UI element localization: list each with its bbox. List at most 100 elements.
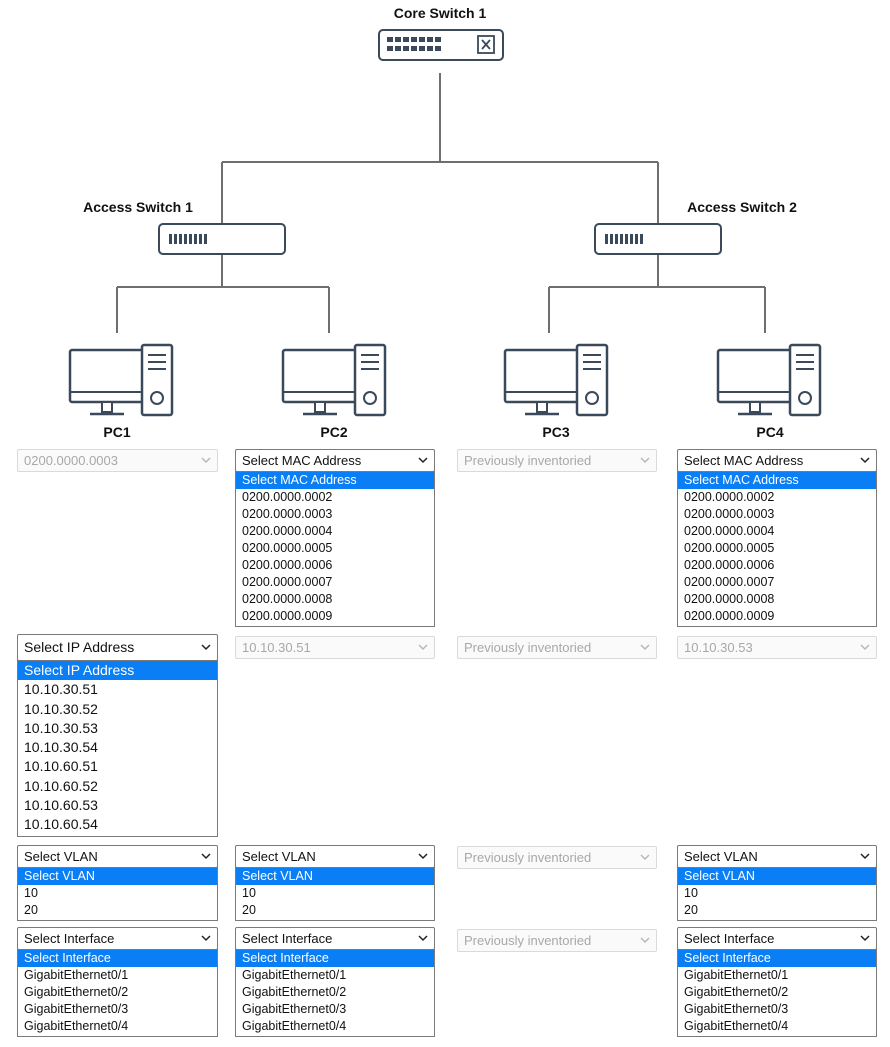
access-switch-1-icon[interactable] <box>158 223 286 257</box>
vlan-option[interactable]: Select VLAN <box>18 868 217 885</box>
ip-option[interactable]: Select IP Address <box>18 661 217 681</box>
chevron-down-icon <box>640 637 650 658</box>
ip-option[interactable]: 10.10.60.51 <box>24 758 98 775</box>
pc2-vlan-listbox[interactable]: Select VLAN 10 20 <box>235 867 435 921</box>
pc2-mac-value: Select MAC Address <box>242 453 362 468</box>
pc4-interface-select[interactable]: Select Interface <box>677 927 877 950</box>
core-switch-icon[interactable] <box>378 29 504 63</box>
ip-option[interactable]: 10.10.60.53 <box>24 797 98 814</box>
ip-option[interactable]: 10.10.30.52 <box>24 700 98 717</box>
pc2-vlan-select[interactable]: Select VLAN <box>235 845 435 868</box>
vlan-option[interactable]: 10 <box>242 886 256 900</box>
mac-option[interactable]: 0200.0000.0005 <box>684 541 775 555</box>
pc1-vlan-value: Select VLAN <box>24 849 98 864</box>
interface-option[interactable]: GigabitEthernet0/4 <box>242 1019 347 1033</box>
pc1-mac-value: 0200.0000.0003 <box>24 453 118 468</box>
chevron-down-icon <box>640 930 650 951</box>
interface-option[interactable]: GigabitEthernet0/3 <box>684 1002 789 1016</box>
ip-option[interactable]: 10.10.60.52 <box>24 777 98 794</box>
mac-option[interactable]: 0200.0000.0007 <box>242 575 333 589</box>
pc1-vlan-listbox[interactable]: Select VLAN 10 20 <box>17 867 218 921</box>
chevron-down-icon <box>860 846 870 867</box>
pc2-interface-select[interactable]: Select Interface <box>235 927 435 950</box>
interface-option[interactable]: GigabitEthernet0/4 <box>24 1019 129 1033</box>
mac-option[interactable]: Select MAC Address <box>678 472 876 489</box>
pc3-interface-value: Previously inventoried <box>464 933 592 948</box>
pc4-vlan-select[interactable]: Select VLAN <box>677 845 877 868</box>
chevron-down-icon <box>418 450 428 471</box>
chevron-down-icon <box>201 846 211 867</box>
pc3-vlan-value: Previously inventoried <box>464 850 592 865</box>
mac-option[interactable]: 0200.0000.0004 <box>684 524 775 538</box>
interface-option[interactable]: Select Interface <box>236 950 434 967</box>
mac-option[interactable]: 0200.0000.0005 <box>242 541 333 555</box>
mac-option[interactable]: 0200.0000.0006 <box>684 558 775 572</box>
mac-option[interactable]: 0200.0000.0008 <box>242 592 333 606</box>
mac-option[interactable]: 0200.0000.0006 <box>242 558 333 572</box>
interface-option[interactable]: GigabitEthernet0/2 <box>24 985 129 999</box>
chevron-down-icon <box>860 928 870 949</box>
vlan-option[interactable]: 10 <box>24 886 38 900</box>
pc1-vlan-select[interactable]: Select VLAN <box>17 845 218 868</box>
pc2-label: PC2 <box>320 424 348 440</box>
pc4-vlan-listbox[interactable]: Select VLAN 10 20 <box>677 867 877 921</box>
vlan-option[interactable]: 10 <box>684 886 698 900</box>
mac-option[interactable]: 0200.0000.0002 <box>684 490 775 504</box>
pc2-mac-listbox[interactable]: Select MAC Address 0200.0000.0002 0200.0… <box>235 471 435 627</box>
pc1-desktop-icon[interactable] <box>68 343 176 419</box>
interface-option[interactable]: Select Interface <box>18 950 217 967</box>
vlan-option[interactable]: 20 <box>242 903 256 917</box>
pc1-interface-value: Select Interface <box>24 931 115 946</box>
pc1-interface-listbox[interactable]: Select Interface GigabitEthernet0/1 Giga… <box>17 949 218 1037</box>
mac-option[interactable]: 0200.0000.0004 <box>242 524 333 538</box>
interface-option[interactable]: GigabitEthernet0/1 <box>242 968 347 982</box>
mac-option[interactable]: 0200.0000.0009 <box>242 609 333 623</box>
vlan-option[interactable]: Select VLAN <box>678 868 876 885</box>
pc3-desktop-icon[interactable] <box>503 343 611 419</box>
ip-option[interactable]: 10.10.30.54 <box>24 739 98 756</box>
interface-option[interactable]: GigabitEthernet0/1 <box>24 968 129 982</box>
mac-option[interactable]: Select MAC Address <box>236 472 434 489</box>
pc3-ip-value: Previously inventoried <box>464 640 592 655</box>
pc4-desktop-icon[interactable] <box>716 343 824 419</box>
ip-option[interactable]: 10.10.30.51 <box>24 681 98 698</box>
pc4-interface-listbox[interactable]: Select Interface GigabitEthernet0/1 Giga… <box>677 949 877 1037</box>
pc2-ip-value: 10.10.30.51 <box>242 640 311 655</box>
mac-option[interactable]: 0200.0000.0003 <box>684 507 775 521</box>
chevron-down-icon <box>640 847 650 868</box>
interface-option[interactable]: GigabitEthernet0/3 <box>24 1002 129 1016</box>
interface-option[interactable]: GigabitEthernet0/3 <box>242 1002 347 1016</box>
pc3-ip-select: Previously inventoried <box>457 636 657 659</box>
pc1-ip-listbox[interactable]: Select IP Address 10.10.30.51 10.10.30.5… <box>17 660 218 837</box>
pc2-interface-listbox[interactable]: Select Interface GigabitEthernet0/1 Giga… <box>235 949 435 1037</box>
mac-option[interactable]: 0200.0000.0009 <box>684 609 775 623</box>
interface-option[interactable]: GigabitEthernet0/2 <box>242 985 347 999</box>
pc3-label: PC3 <box>542 424 570 440</box>
chevron-down-icon <box>418 846 428 867</box>
ip-option[interactable]: 10.10.60.54 <box>24 816 98 833</box>
pc2-desktop-icon[interactable] <box>281 343 389 419</box>
access-switch-2-icon[interactable] <box>594 223 722 257</box>
vlan-option[interactable]: Select VLAN <box>236 868 434 885</box>
ip-option[interactable]: 10.10.30.53 <box>24 719 98 736</box>
mac-option[interactable]: 0200.0000.0007 <box>684 575 775 589</box>
pc1-mac-select: 0200.0000.0003 <box>17 449 218 472</box>
interface-option[interactable]: GigabitEthernet0/4 <box>684 1019 789 1033</box>
mac-option[interactable]: 0200.0000.0002 <box>242 490 333 504</box>
pc4-ip-select: 10.10.30.53 <box>677 636 877 659</box>
pc4-mac-value: Select MAC Address <box>684 453 804 468</box>
pc1-ip-select[interactable]: Select IP Address <box>17 634 218 661</box>
mac-option[interactable]: 0200.0000.0003 <box>242 507 333 521</box>
pc1-interface-select[interactable]: Select Interface <box>17 927 218 950</box>
pc4-mac-listbox[interactable]: Select MAC Address 0200.0000.0002 0200.0… <box>677 471 877 627</box>
mac-option[interactable]: 0200.0000.0008 <box>684 592 775 606</box>
vlan-option[interactable]: 20 <box>684 903 698 917</box>
pc4-mac-select[interactable]: Select MAC Address <box>677 449 877 472</box>
topology-links <box>116 73 766 333</box>
interface-option[interactable]: GigabitEthernet0/1 <box>684 968 789 982</box>
pc2-mac-select[interactable]: Select MAC Address <box>235 449 435 472</box>
vlan-option[interactable]: 20 <box>24 903 38 917</box>
pc4-interface-value: Select Interface <box>684 931 775 946</box>
interface-option[interactable]: GigabitEthernet0/2 <box>684 985 789 999</box>
interface-option[interactable]: Select Interface <box>678 950 876 967</box>
